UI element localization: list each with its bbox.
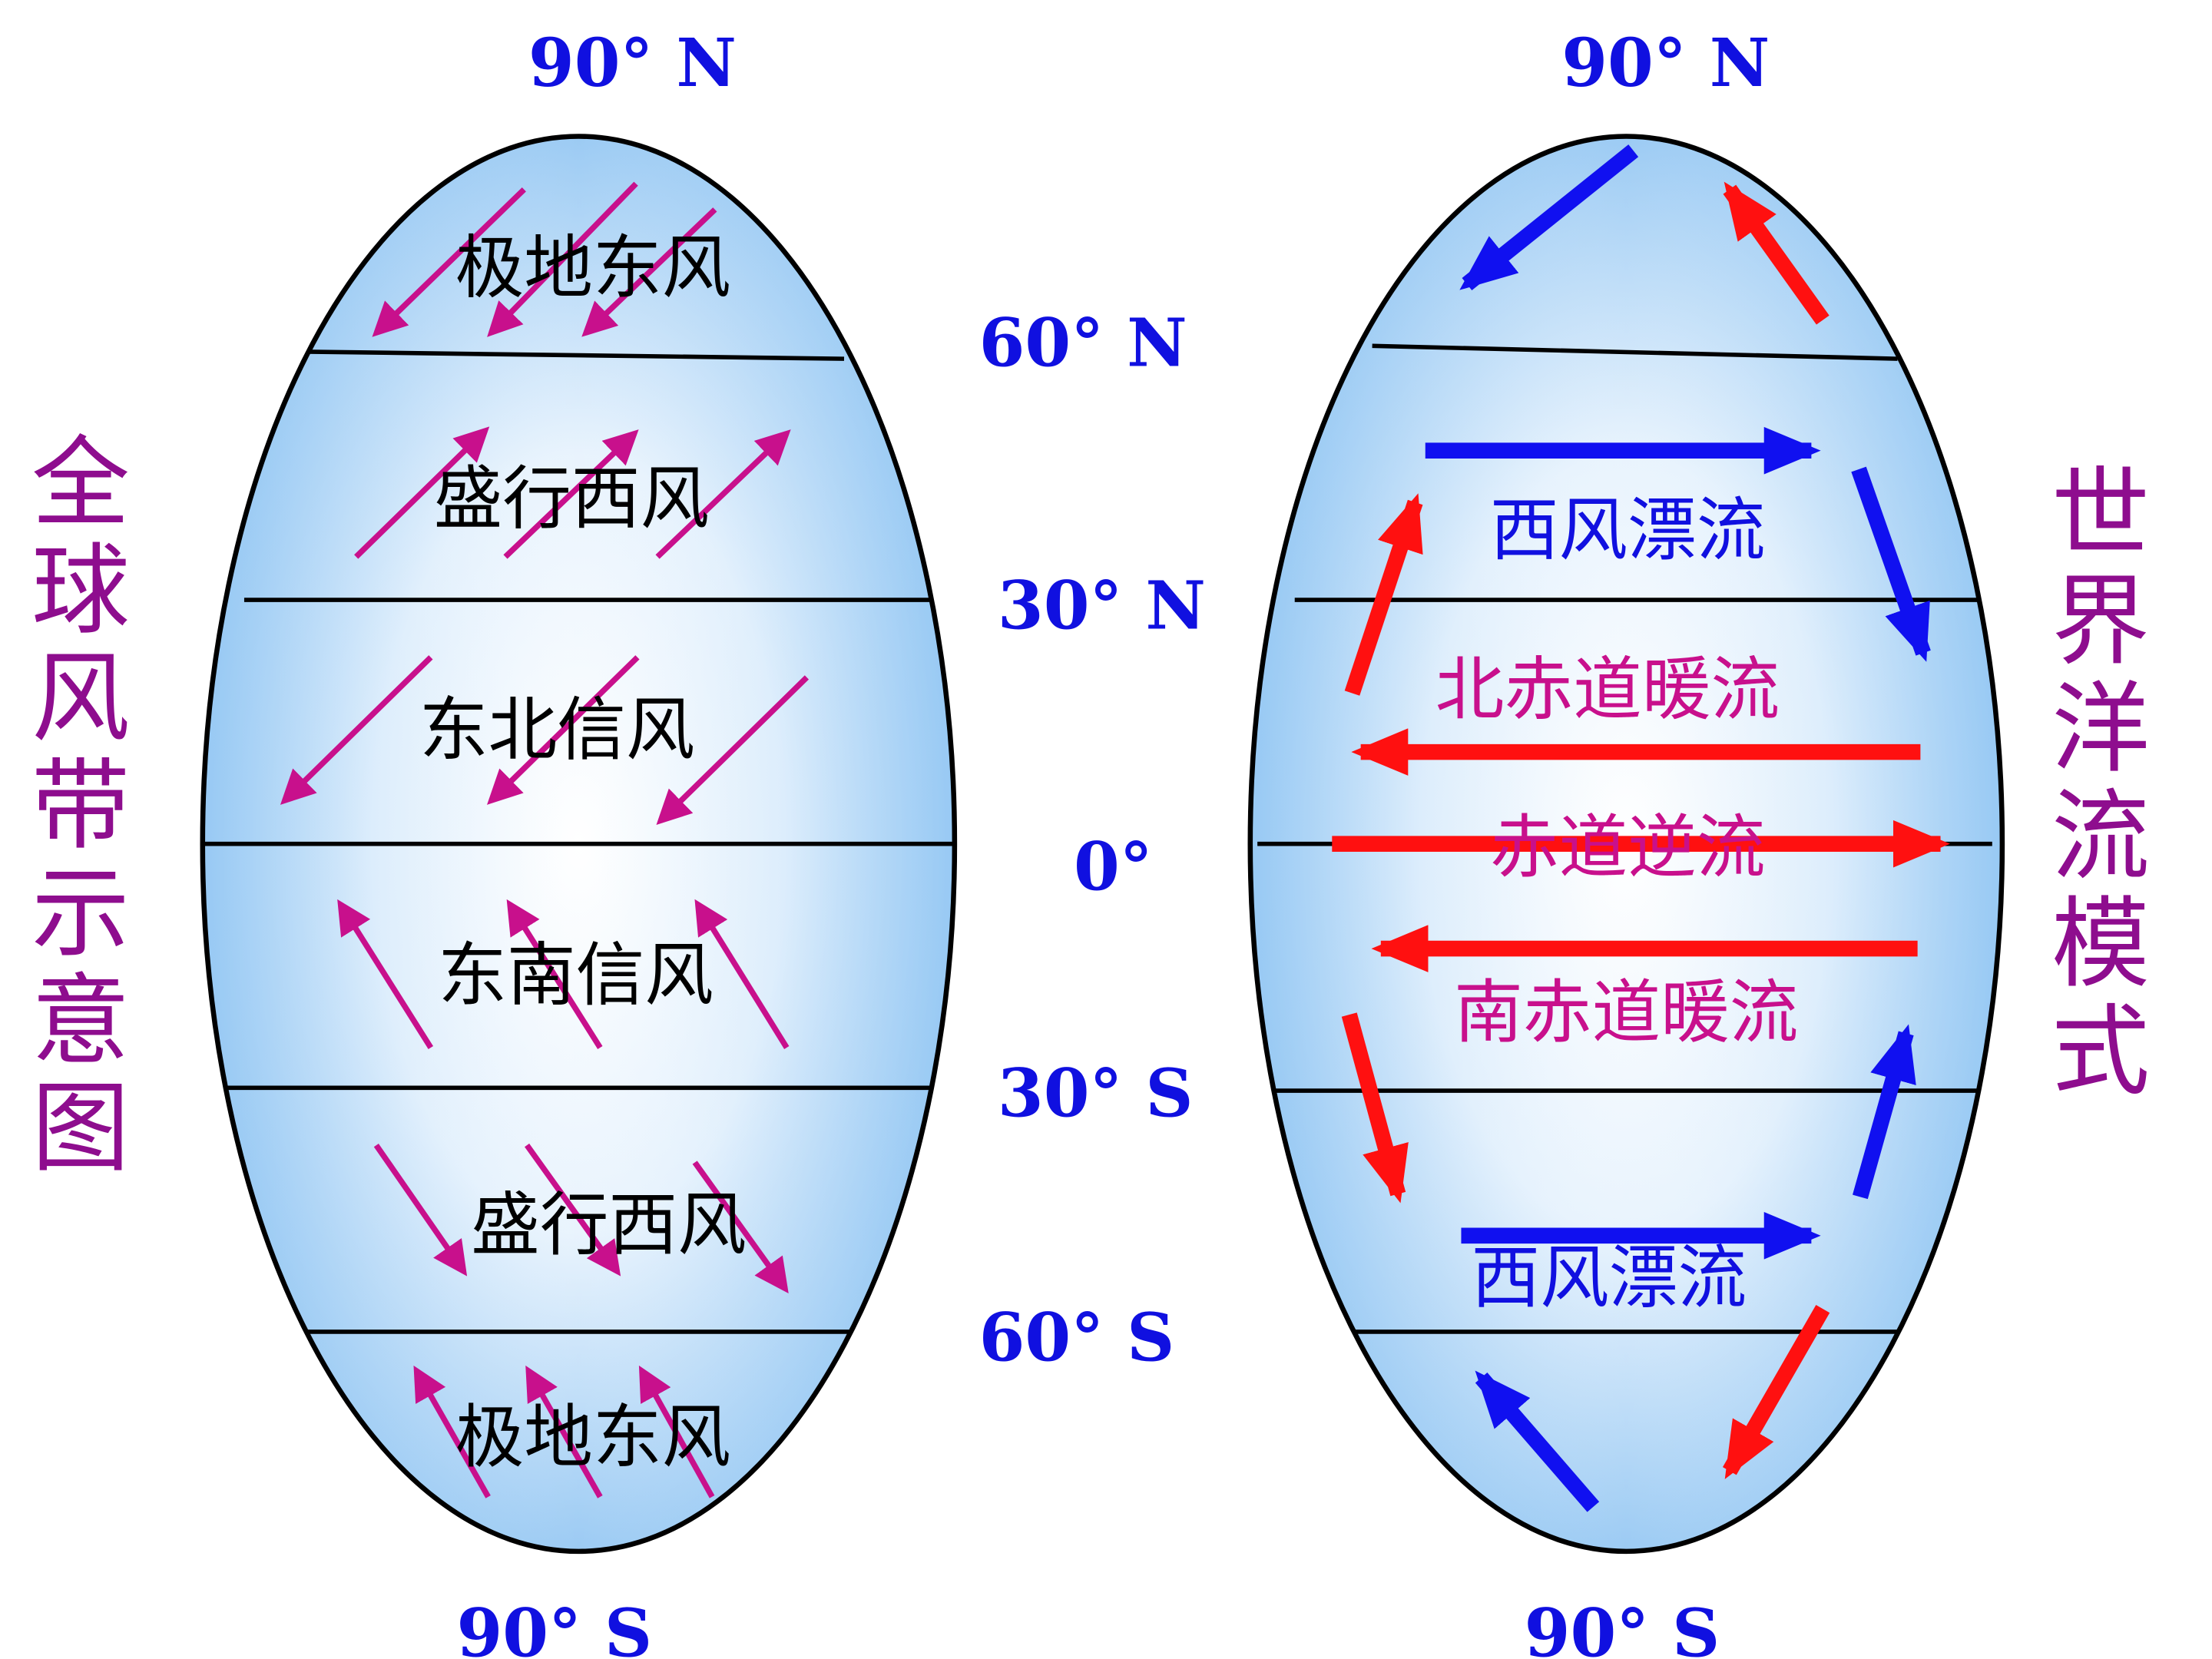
cold-current-arrow — [1459, 144, 1639, 290]
wind-arrow — [280, 655, 433, 805]
wind-arrow — [638, 1365, 715, 1498]
cold-current-arrow — [1475, 1370, 1600, 1512]
wind-belt-label: 东北信风 — [419, 690, 695, 770]
wind-arrow — [503, 429, 639, 559]
wind-arrow — [487, 655, 640, 805]
ocean-current-globe: 西风漂流 北赤道暖流 赤道逆流 南赤道暖流 西风漂流 — [1247, 134, 2005, 1555]
wind-arrow — [656, 675, 810, 826]
wind-arrow — [373, 1143, 468, 1277]
wind-arrow — [692, 1161, 789, 1294]
wind-arrow — [525, 1143, 621, 1277]
latitude-label-s30: 30° S — [998, 1055, 1194, 1133]
wind-arrow — [354, 426, 490, 559]
current-label-warm: 南赤道暖流 — [1454, 973, 1798, 1053]
warm-current-arrow — [1723, 181, 1830, 325]
wind-belt-label: 盛行西风 — [471, 1186, 747, 1266]
latitude-label-north-pole-left: 90° N — [528, 25, 737, 102]
wind-arrow — [372, 187, 526, 337]
globe-left-outline — [200, 134, 958, 1555]
latitude-label-equator: 0° — [1074, 828, 1153, 906]
wind-arrow — [337, 899, 434, 1050]
wind-belt-label: 东南信风 — [438, 935, 714, 1015]
warm-current-arrow — [1341, 1012, 1409, 1204]
current-label-warm: 赤道逆流 — [1490, 808, 1766, 888]
latitude-label-n30: 30° N — [998, 567, 1206, 644]
wind-arrow — [525, 1365, 603, 1498]
wind-arrow — [506, 899, 603, 1050]
wind-belt-diagram-title: 全球风带示意图 — [31, 426, 130, 1186]
latitude-label-south-pole-left: 90° S — [456, 1594, 652, 1659]
globe-right-outline — [1247, 134, 2005, 1555]
latitude-line-n60-left — [298, 349, 845, 361]
wind-arrow — [413, 1365, 491, 1498]
current-label-cold: 西风漂流 — [1490, 491, 1766, 571]
warm-current-arrow — [1722, 1304, 1830, 1479]
current-label-warm: 北赤道暖流 — [1435, 651, 1780, 730]
wind-belt-globe: 极地东风 盛行西风 东北信风 东南信风 盛行西风 极地东风 — [200, 134, 958, 1555]
wind-belt-label: 盛行西风 — [434, 459, 710, 539]
latitude-label-north-pole-right: 90° N — [1561, 25, 1770, 102]
ocean-current-diagram-title: 世界洋流模式 — [2051, 457, 2150, 1109]
current-label-cold: 西风漂流 — [1472, 1239, 1747, 1319]
wind-belt-label: 极地东风 — [455, 228, 731, 308]
cold-current-arrow — [1853, 1024, 1916, 1200]
wind-arrow — [487, 181, 638, 337]
warm-current-arrow — [1344, 493, 1423, 696]
latitude-line-n60-right — [1372, 343, 1898, 361]
wind-arrow — [581, 207, 717, 337]
latitude-label-south-pole-right: 90° S — [1525, 1594, 1720, 1659]
wind-belt-label: 极地东风 — [455, 1398, 731, 1478]
wind-arrow — [694, 899, 790, 1049]
latitude-label-n60: 60° N — [979, 304, 1187, 382]
latitude-label-s60: 60° S — [979, 1299, 1175, 1376]
wind-arrow — [655, 429, 791, 559]
cold-current-arrow — [1851, 466, 1931, 662]
